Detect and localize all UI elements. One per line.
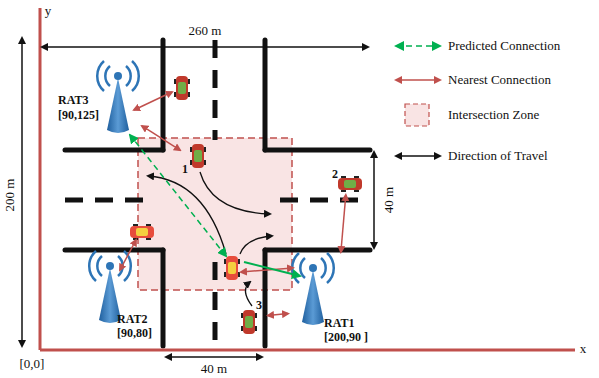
- nearest-connection: [341, 195, 346, 252]
- callout-number: 2: [332, 167, 338, 181]
- callout-number: 1: [182, 162, 188, 176]
- legend-text: Direction of Travel: [448, 149, 548, 163]
- callout-number: 3: [256, 298, 262, 312]
- station-label: RAT2: [117, 312, 147, 326]
- nearest-connection: [268, 314, 288, 316]
- station-label: [90,125]: [58, 108, 99, 122]
- dimension-label: 40 m: [201, 362, 227, 376]
- dimension-label: 260 m: [189, 24, 222, 38]
- axis-label: x: [580, 342, 587, 356]
- base-station: RAT3[90,125]: [54, 62, 142, 134]
- axis-label: y: [45, 4, 52, 18]
- station-label: [200,90 ]: [324, 330, 374, 344]
- base-station: RAT1[200,90 ]: [288, 252, 384, 366]
- legend-text: Predicted Connection: [448, 39, 560, 53]
- vehicle-number: 3: [236, 298, 268, 336]
- legend-text: Intersection Zone: [448, 108, 539, 122]
- dimension-label: 40 m: [382, 187, 396, 213]
- dimension-label: 200 m: [3, 179, 17, 212]
- legend-text: Nearest Connection: [448, 73, 551, 87]
- base-station: RAT2[90,80]: [86, 252, 168, 342]
- origin-label: [0,0]: [20, 357, 45, 371]
- nearest-connection: [142, 126, 180, 150]
- vehicle-number: 2: [330, 167, 364, 195]
- station-label: RAT3: [58, 93, 88, 107]
- vehicle-number: 1: [180, 140, 208, 178]
- station-label: RAT1: [324, 316, 354, 330]
- station-label: [90,80]: [117, 326, 152, 340]
